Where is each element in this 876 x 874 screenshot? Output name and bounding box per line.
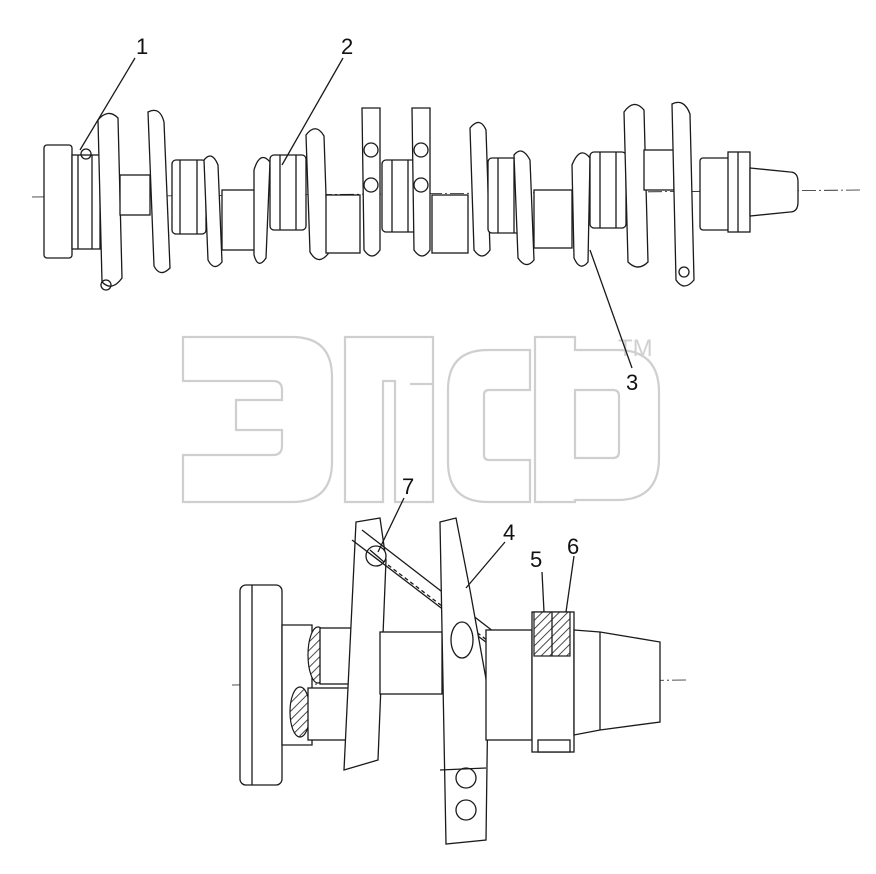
- callout-3: 3: [626, 370, 638, 395]
- trademark-text: TM: [618, 335, 653, 362]
- callout-7: 7: [402, 474, 414, 499]
- callout-1: 1: [136, 34, 148, 59]
- callouts-top-view: 1 2 3: [79, 34, 638, 395]
- callout-4: 4: [503, 520, 515, 545]
- callout-6: 6: [567, 534, 579, 559]
- callout-5: 5: [530, 547, 542, 572]
- crankshaft-section-view: [231, 517, 687, 845]
- crankshaft-full-view: [31, 101, 861, 291]
- callouts-section-view: 7 4 5 6: [377, 474, 579, 613]
- callout-2: 2: [341, 34, 353, 59]
- watermark-logo: TM: [181, 335, 661, 504]
